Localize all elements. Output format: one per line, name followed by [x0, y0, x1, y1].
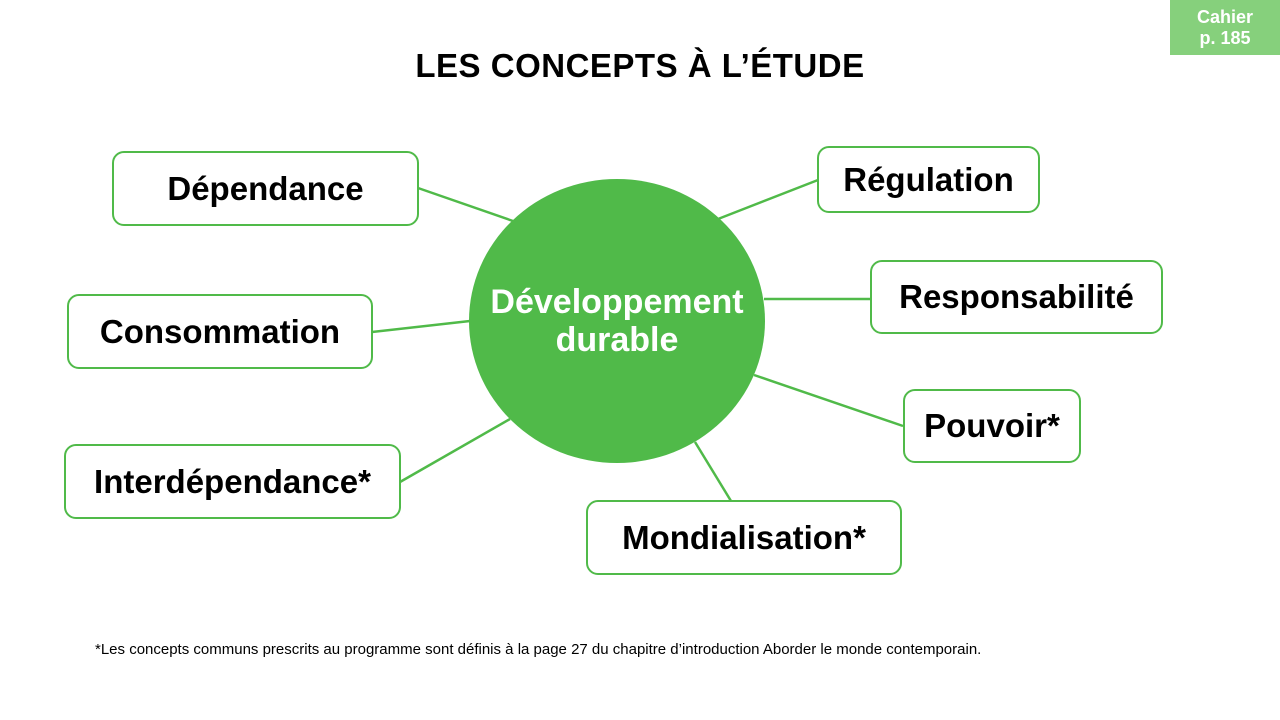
- central-concept-circle: Développement durable: [469, 179, 765, 463]
- cahier-page-badge: Cahier p. 185: [1170, 0, 1280, 55]
- connector-dependance: [417, 186, 514, 223]
- concept-mondialisation: Mondialisation*: [586, 500, 902, 575]
- concept-pouvoir: Pouvoir*: [903, 389, 1081, 463]
- concept-dependance: Dépendance: [112, 151, 419, 226]
- connector-consommation: [371, 319, 471, 334]
- connector-interdependance: [399, 417, 511, 484]
- badge-line-1: Cahier: [1196, 6, 1254, 27]
- concept-regulation: Régulation: [817, 146, 1040, 213]
- connector-pouvoir: [753, 373, 904, 428]
- page-title: LES CONCEPTS À L’ÉTUDE: [415, 47, 865, 84]
- badge-line-2: p. 185: [1199, 27, 1251, 48]
- central-concept-line-2: durable: [555, 321, 679, 359]
- connector-mondialisation: [693, 441, 733, 502]
- central-concept-line-1: Développement: [490, 283, 744, 321]
- concept-interdependance: Interdépendance*: [64, 444, 401, 519]
- connector-regulation: [717, 178, 819, 221]
- concept-consommation: Consommation: [67, 294, 373, 369]
- footnote: *Les concepts communs prescrits au progr…: [95, 641, 982, 658]
- concept-responsabilite: Responsabilité: [870, 260, 1163, 334]
